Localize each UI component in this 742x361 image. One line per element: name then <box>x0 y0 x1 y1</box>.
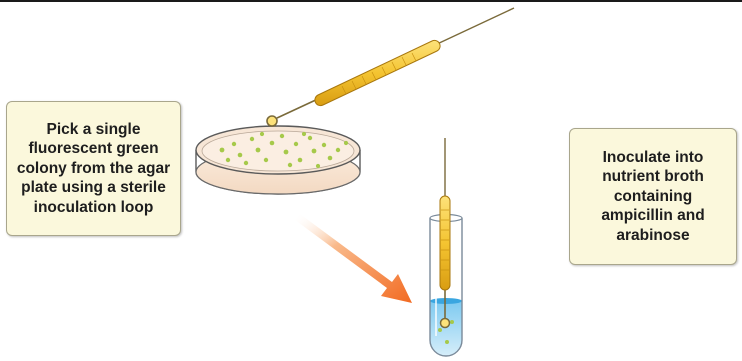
inoculation-loop-icon <box>267 8 514 126</box>
callout-line: colony from the agar <box>7 159 180 179</box>
callout-line: plate using a sterile <box>7 178 180 198</box>
callout-line: inoculation loop <box>7 198 180 218</box>
callout-line: containing <box>570 187 736 207</box>
callout-line: fluorescent green <box>7 139 180 159</box>
callout-line: ampicillin and <box>570 206 736 226</box>
petri-dish-icon <box>196 126 360 194</box>
callout-line: Inoculate into <box>570 148 736 168</box>
callout-line: Pick a single <box>7 120 180 140</box>
callout-line: arabinose <box>570 226 736 246</box>
arrow-icon <box>295 214 412 303</box>
test-tube-icon <box>430 138 462 356</box>
pick-colony-callout: Pick a single fluorescent green colony f… <box>6 101 181 236</box>
inoculate-callout: Inoculate into nutrient broth containing… <box>569 128 737 265</box>
callout-line: nutrient broth <box>570 167 736 187</box>
